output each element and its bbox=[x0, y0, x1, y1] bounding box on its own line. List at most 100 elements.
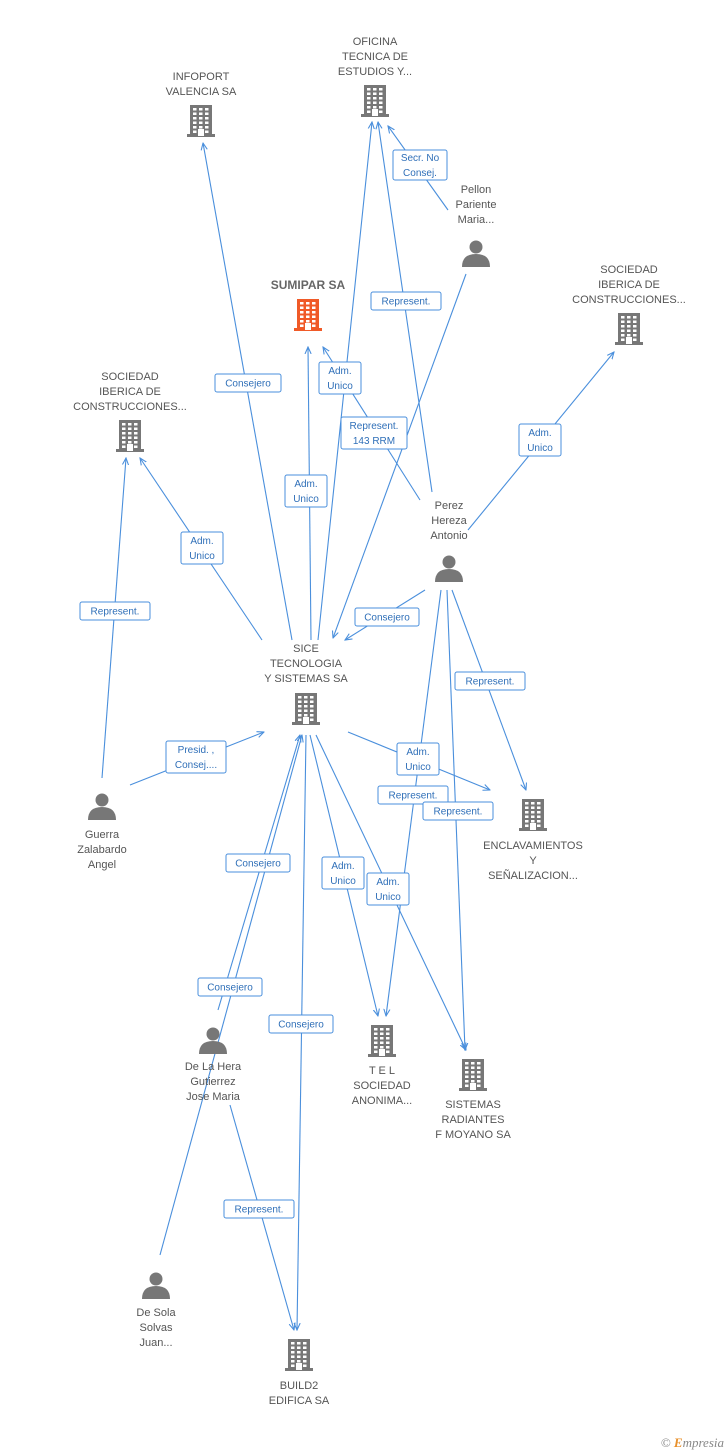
edge-label-text: Represent. bbox=[389, 791, 438, 802]
edge-label-text: Unico bbox=[293, 494, 319, 505]
edge-label-text: Consejero bbox=[278, 1020, 324, 1031]
copyright-symbol: © bbox=[660, 1435, 671, 1450]
edge-label-box bbox=[377, 785, 449, 805]
edge-label-text: Presid. , bbox=[178, 745, 215, 756]
node-label: TECNOLOGIA bbox=[270, 658, 343, 670]
edge-label-rep_enclav3[interactable]: Represent. bbox=[422, 801, 494, 821]
edge-label-text: Adm. bbox=[406, 747, 429, 758]
edge-label-text: Adm. bbox=[294, 479, 317, 490]
edge-label-rep_enclav2[interactable]: Represent. bbox=[377, 785, 449, 805]
edge-label-consejero_infoport[interactable]: Consejero bbox=[214, 373, 282, 393]
node-label: SISTEMAS bbox=[445, 1099, 501, 1111]
building-icon bbox=[519, 799, 547, 831]
node-label: Antonio bbox=[430, 530, 467, 542]
building-icon bbox=[368, 1025, 396, 1057]
edge-label-box bbox=[340, 416, 408, 450]
edge-label-adm_sist[interactable]: Adm.Unico bbox=[366, 872, 410, 906]
edge-label-adm_sib_right[interactable]: Adm.Unico bbox=[518, 423, 562, 457]
edge-label-text: Adm. bbox=[328, 366, 351, 377]
edge-label-consejero_hera[interactable]: Consejero bbox=[225, 853, 291, 873]
node-tel[interactable]: T E LSOCIEDADANONIMA... bbox=[352, 1025, 413, 1107]
edge-label-box bbox=[396, 742, 440, 776]
node-sumipar[interactable]: SUMIPAR SA bbox=[271, 278, 346, 331]
edge-label-adm_sumipar[interactable]: Adm.Unico bbox=[318, 361, 362, 395]
edge-label-text: Represent. bbox=[235, 1205, 284, 1216]
person-icon bbox=[142, 1272, 170, 1299]
node-label: TECNICA DE bbox=[342, 51, 408, 63]
edge-label-consejero_build[interactable]: Consejero bbox=[268, 1014, 334, 1034]
edge-label-text: Unico bbox=[189, 551, 215, 562]
building-icon bbox=[615, 313, 643, 345]
edge-label-box bbox=[370, 291, 442, 311]
edge-label-text: Adm. bbox=[190, 536, 213, 547]
edge-label-text: Represent. bbox=[466, 677, 515, 688]
edge-label-presid[interactable]: Presid. , Consej.... bbox=[165, 740, 227, 774]
edge-label-box bbox=[165, 740, 227, 774]
edge-label-consejero_desola[interactable]: Consejero bbox=[197, 977, 263, 997]
building-icon bbox=[459, 1059, 487, 1091]
edge-label-box bbox=[223, 1199, 295, 1219]
node-label: Angel bbox=[88, 859, 116, 871]
edge-label-box bbox=[180, 531, 224, 565]
edge-label-consejero_perez[interactable]: Consejero bbox=[354, 607, 420, 627]
edge-label-box bbox=[284, 474, 328, 508]
edge-label-rep_build[interactable]: Represent. bbox=[223, 1199, 295, 1219]
person-icon bbox=[199, 1027, 227, 1054]
node-label: Gutierrez bbox=[190, 1076, 235, 1088]
node-label: Y bbox=[529, 855, 537, 867]
node-label: Juan... bbox=[139, 1337, 172, 1349]
node-label: OFICINA bbox=[353, 36, 398, 48]
building-icon bbox=[292, 693, 320, 725]
edge-label-rep_oficina[interactable]: Represent. bbox=[370, 291, 442, 311]
edge-label-text: Consej.... bbox=[175, 760, 217, 771]
edge-label-box bbox=[422, 801, 494, 821]
node-label: De Sola bbox=[136, 1307, 176, 1319]
node-label: SOCIEDAD bbox=[101, 371, 159, 383]
edge-label-rep_guerra[interactable]: Represent. bbox=[79, 601, 151, 621]
node-enclav[interactable]: ENCLAVAMIENTOSYSEÑALIZACION... bbox=[483, 799, 583, 882]
node-label: CONSTRUCCIONES... bbox=[572, 294, 686, 306]
edge-label-box bbox=[392, 149, 448, 181]
edge-label-box bbox=[321, 856, 365, 890]
edge-label-box bbox=[318, 361, 362, 395]
edge-label-box bbox=[268, 1014, 334, 1034]
relation-edge bbox=[333, 273, 467, 638]
node-label: Jose Maria bbox=[186, 1091, 241, 1103]
edge-label-rep_enclav[interactable]: Represent. bbox=[454, 671, 526, 691]
node-label: SICE bbox=[293, 643, 319, 655]
building-icon bbox=[116, 420, 144, 452]
edge-label-box bbox=[454, 671, 526, 691]
node-label: RADIANTES bbox=[442, 1114, 505, 1126]
edge-label-text: Consejero bbox=[207, 983, 253, 994]
edge-label-text: Consejero bbox=[235, 859, 281, 870]
edge-label-box bbox=[225, 853, 291, 873]
building-icon bbox=[294, 299, 322, 331]
edge-label-text: Secr. No bbox=[401, 153, 440, 164]
edge-label-adm_sib_left[interactable]: Adm. Unico bbox=[180, 531, 224, 565]
edge-label-adm_sice_oficina[interactable]: Adm. Unico bbox=[284, 474, 328, 508]
edge-label-adm_tel_perez[interactable]: Adm.Unico bbox=[396, 742, 440, 776]
node-label: Perez bbox=[435, 500, 464, 512]
edge-label-text: 143 RRM bbox=[353, 436, 395, 447]
node-label: SOCIEDAD bbox=[353, 1080, 411, 1092]
node-label: INFOPORT bbox=[173, 71, 230, 83]
node-desola[interactable]: De SolaSolvasJuan... bbox=[136, 1272, 176, 1350]
edge-label-adm_tel[interactable]: Adm.Unico bbox=[321, 856, 365, 890]
edge-label-rep143[interactable]: Represent.143 RRM bbox=[340, 416, 408, 450]
person-icon bbox=[88, 793, 116, 820]
node-pellon[interactable]: PellonParienteMaria... bbox=[456, 184, 497, 267]
edge-label-text: Consejero bbox=[364, 613, 410, 624]
edge-label-text: Unico bbox=[375, 892, 401, 903]
